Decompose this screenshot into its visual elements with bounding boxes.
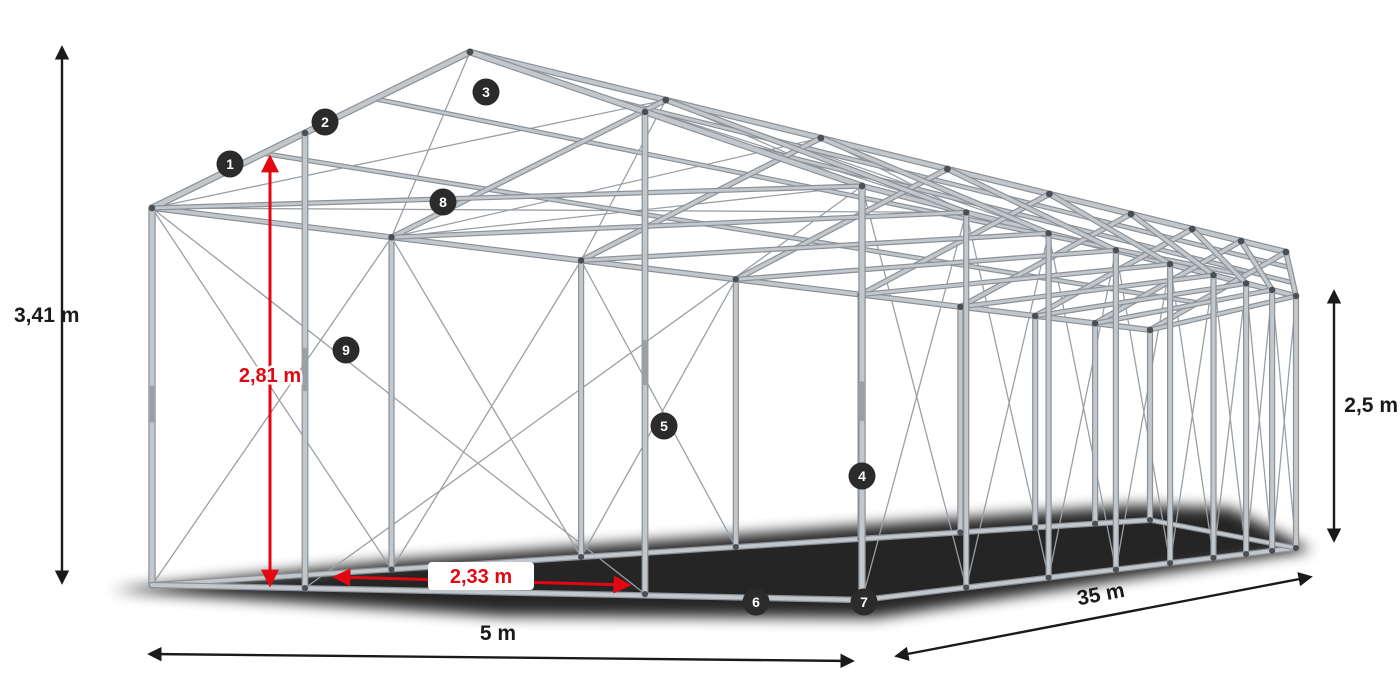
dimension-entrance-width: 2,33 m [332,562,632,594]
width-arrow [147,646,855,669]
svg-text:1: 1 [226,156,234,172]
svg-text:8: 8 [439,194,447,210]
side-height-label: 2,5 m [1344,394,1398,417]
svg-text:5: 5 [660,418,668,434]
marker-7: 7 [850,588,878,616]
entrance-width-label: 2,33 m [450,566,512,588]
svg-text:2: 2 [321,114,329,130]
dimension-width: 5 m [147,622,855,669]
marker-9: 9 [332,336,360,364]
svg-text:6: 6 [752,594,760,610]
marker-2: 2 [311,108,339,136]
part-markers: 1 2 3 4 5 6 7 8 9 [216,78,878,616]
marker-3: 3 [472,78,500,106]
width-label: 5 m [480,622,516,645]
marker-1: 1 [216,150,244,178]
dimension-total-height: 3,41 m [14,45,79,585]
svg-text:7: 7 [860,594,868,610]
marker-5: 5 [650,412,678,440]
svg-text:3: 3 [482,84,490,100]
dimension-side-height: 2,5 m [1326,289,1398,543]
svg-text:9: 9 [342,342,350,358]
marker-6: 6 [742,588,770,616]
entrance-width-label-pill [428,562,534,590]
marker-8: 8 [429,188,457,216]
marker-4: 4 [848,462,876,490]
svg-text:4: 4 [858,468,866,484]
length-arrow [894,572,1313,661]
total-height-label: 3,41 m [14,304,79,327]
dimension-entrance-height: 2,81 m [236,154,304,588]
entrance-height-label: 2,81 m [239,365,301,387]
